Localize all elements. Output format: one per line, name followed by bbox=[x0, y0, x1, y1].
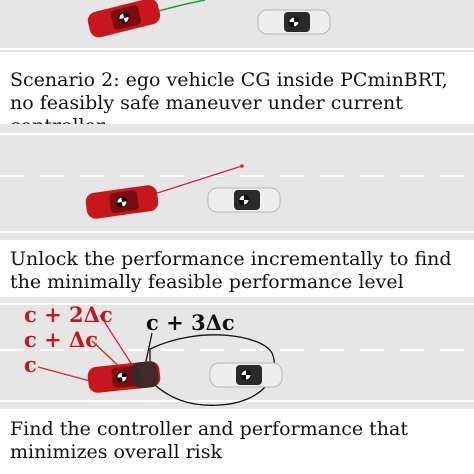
unsafe-trajectory-line bbox=[147, 165, 243, 197]
label-c-plus-2dc: c + 2Δc bbox=[24, 302, 113, 327]
road-scene-3 bbox=[0, 297, 474, 409]
unlock-caption: Unlock the performance incrementally to … bbox=[10, 248, 452, 293]
trajectory-end-dot bbox=[240, 164, 244, 168]
scenario-2-panel bbox=[0, 124, 474, 240]
label-c-plus-dc: c + Δc bbox=[24, 327, 99, 352]
arrow-c-2dc bbox=[99, 314, 137, 372]
other-car bbox=[209, 362, 283, 388]
arrow-c bbox=[37, 366, 91, 382]
label-c-plus-3dc: c + 3Δc bbox=[146, 310, 235, 335]
ego-car bbox=[85, 185, 159, 219]
scenario-1-panel bbox=[0, 0, 474, 60]
road-surface bbox=[0, 297, 474, 409]
road-surface bbox=[0, 124, 474, 240]
other-car bbox=[257, 9, 331, 35]
other-car bbox=[207, 187, 281, 213]
scenario-3-panel: c + 2Δc c + Δc c c + 3Δc bbox=[0, 297, 474, 409]
find-caption: Find the controller and performance that… bbox=[10, 418, 408, 463]
road-scene-2 bbox=[0, 124, 474, 240]
road-scene-1 bbox=[0, 0, 474, 52]
performance-zone-overlay bbox=[131, 361, 159, 389]
label-c: c bbox=[24, 352, 37, 377]
ego-car bbox=[87, 361, 161, 393]
road-surface bbox=[0, 0, 474, 52]
ego-car bbox=[87, 0, 161, 38]
